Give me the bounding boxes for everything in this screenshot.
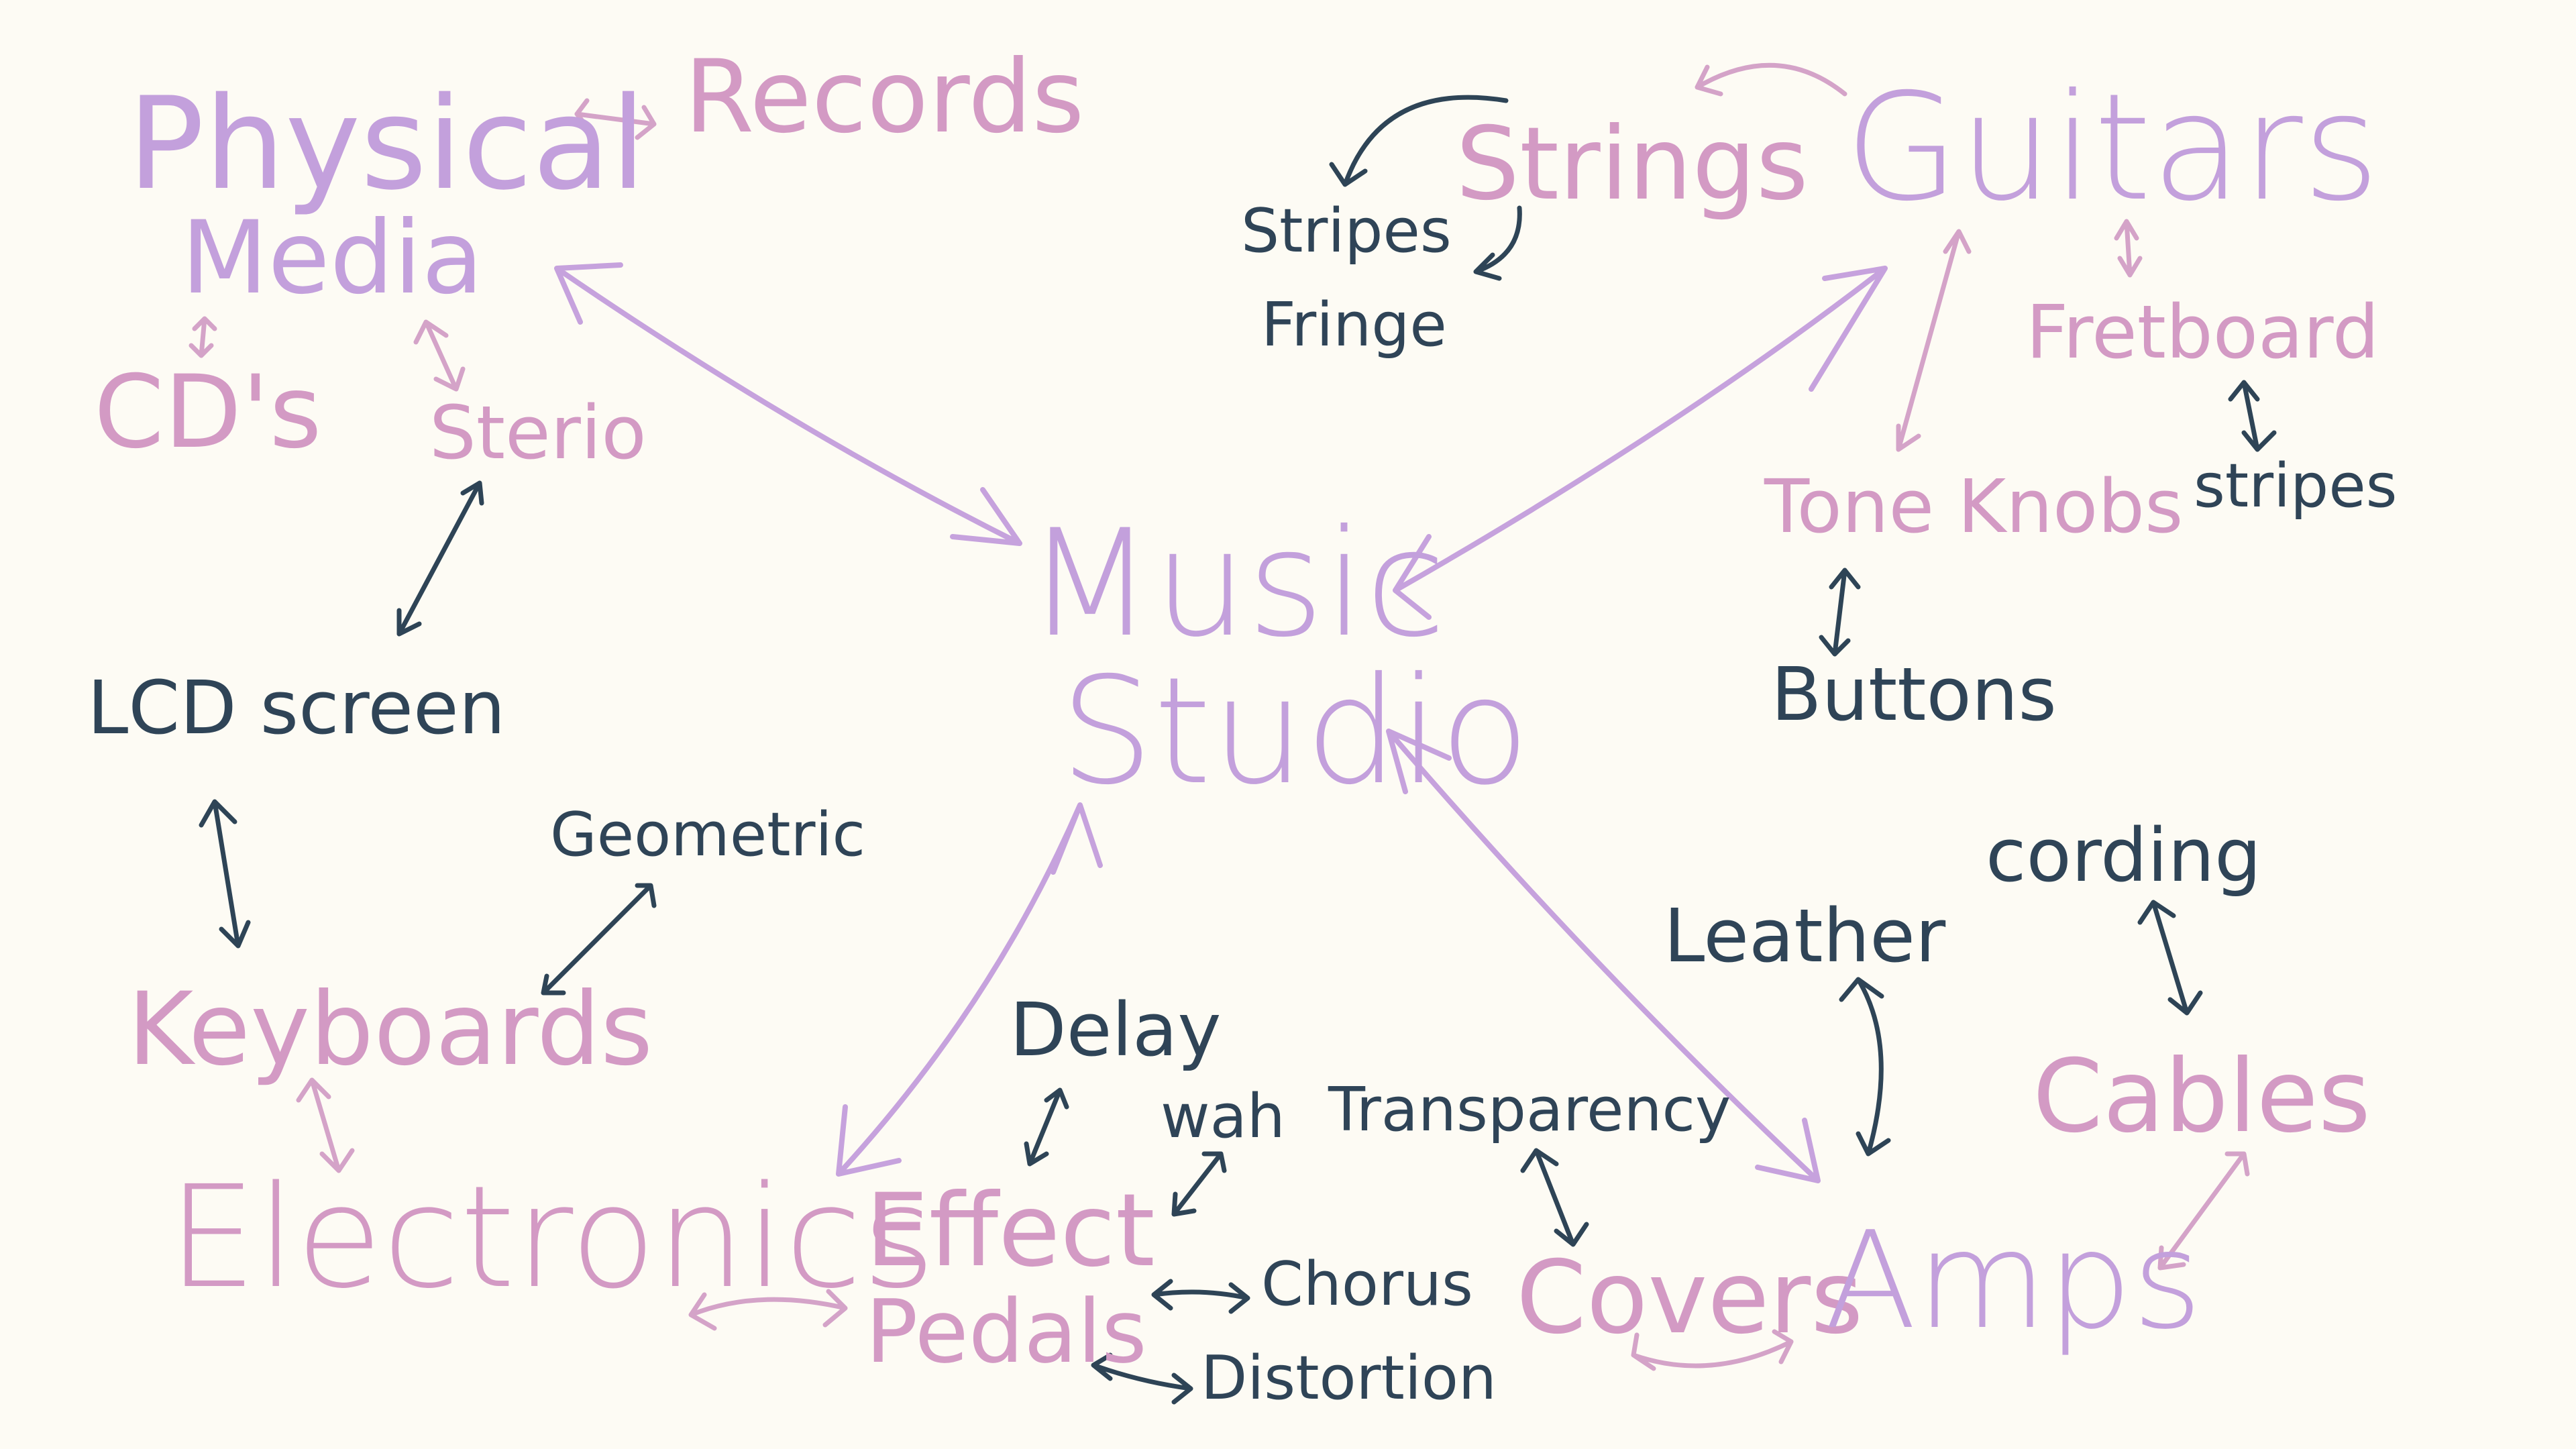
arrow-cables-amps — [2157, 1151, 2250, 1271]
node-wah: wah — [1161, 1081, 1285, 1152]
arrow-guitars-toneknobs — [1896, 229, 1972, 452]
node-leather: Leather — [1664, 893, 1946, 979]
node-music: Music — [1026, 498, 1446, 669]
node-tone-knobs: Tone Knobs — [1764, 464, 2184, 549]
node-effect: Effect — [865, 1173, 1155, 1289]
node-amps: Amps — [1825, 1203, 2202, 1359]
node-cds: CD's — [94, 354, 322, 471]
node-sterio: Sterio — [429, 390, 647, 476]
arrow-strings-stripes — [1329, 95, 1509, 187]
node-covers: Covers — [1516, 1240, 1864, 1356]
arrow-transparency-covers — [1520, 1148, 1589, 1247]
node-chorus: Chorus — [1261, 1249, 1473, 1320]
arrow-wah-effect — [1171, 1151, 1227, 1217]
node-strings: Strings — [1456, 106, 1809, 223]
arrow-lcd-keyboards — [199, 799, 251, 949]
arrow-cording-cables — [2137, 900, 2203, 1016]
node-records: Records — [684, 39, 1085, 156]
node-cables: Cables — [2033, 1038, 2371, 1155]
arrow-studio-physical-media — [554, 262, 1022, 546]
arrow-leather-amps — [1839, 977, 1891, 1157]
arrow-keyboards-electronics — [296, 1077, 355, 1173]
arrow-physical-records — [574, 98, 657, 140]
arrow-guitars-strings — [1695, 62, 1847, 97]
node-media: Media — [181, 200, 484, 317]
node-keyboards: Keyboards — [127, 971, 653, 1088]
node-physical: Physical — [127, 70, 646, 218]
node-buttons: Buttons — [1771, 651, 2057, 737]
arrow-studio-effect — [836, 802, 1103, 1177]
arrow-electronics-pedals — [688, 1289, 848, 1331]
node-distortion: Distortion — [1201, 1343, 1497, 1413]
arrow-fretboard-stripes — [2228, 380, 2277, 452]
arrow-studio-guitars — [1393, 266, 1888, 620]
arrow-geometric-keyboards — [541, 883, 657, 996]
node-electronics: Electronics — [168, 1155, 936, 1320]
node-geometric: Geometric — [550, 800, 865, 870]
node-studio: Studio — [1060, 645, 1530, 817]
node-guitars: Guitars — [1845, 62, 2380, 233]
arrow-media-cds — [189, 316, 217, 358]
arrow-chorus-pedals — [1151, 1279, 1250, 1314]
arrow-guitars-fretboard — [2114, 219, 2143, 278]
node-stripes-fretboard: stripes — [2194, 451, 2398, 521]
arrow-strings-fringe — [1473, 205, 1522, 281]
arrow-covers-amps — [1631, 1329, 1794, 1371]
node-fretboard: Fretboard — [2026, 289, 2379, 375]
node-delay: Delay — [1010, 987, 1222, 1073]
arrow-media-sterio — [413, 319, 466, 392]
node-stripes-strings: Stripes — [1241, 196, 1452, 266]
arrow-studio-amps — [1386, 729, 1821, 1183]
node-cording: cording — [1986, 812, 2261, 898]
arrow-delay-effect — [1024, 1087, 1069, 1167]
node-pedals: Pedals — [865, 1281, 1147, 1383]
arrow-toneknobs-buttons — [1819, 568, 1861, 657]
arrow-distortion-pedals — [1091, 1352, 1193, 1405]
node-lcd-screen: LCD screen — [87, 665, 506, 751]
node-transparency: Transparency — [1328, 1075, 1731, 1145]
node-fringe: Fringe — [1261, 290, 1447, 360]
arrow-sterio-lcd — [396, 480, 484, 637]
